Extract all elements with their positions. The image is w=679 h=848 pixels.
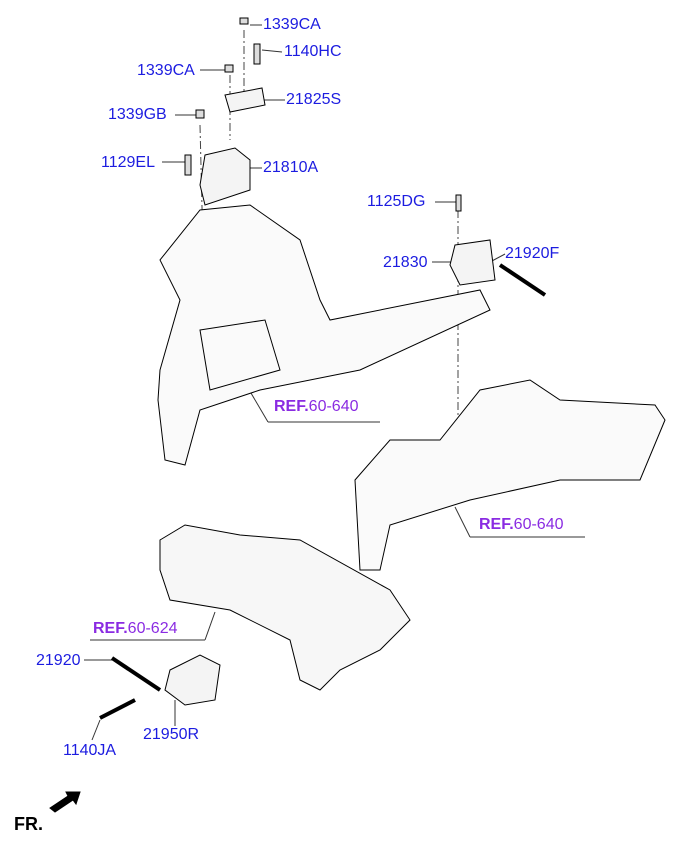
part-label-1140HC: 1140HC xyxy=(284,43,342,60)
right-side-member xyxy=(354,379,666,571)
ref-link-60-624[interactable]: REF.60-624 xyxy=(93,621,178,637)
part-label-1125DG: 1125DG xyxy=(367,193,426,210)
ref-link-60-640-a[interactable]: REF.60-640 xyxy=(274,399,359,415)
part-label-1129EL: 1129EL xyxy=(101,154,155,171)
ref-number: 60-624 xyxy=(127,620,178,637)
front-arrow-icon xyxy=(49,791,81,813)
part-label-21920: 21920 xyxy=(36,652,81,669)
part-label-21810A: 21810A xyxy=(263,159,319,176)
part-label-21920F: 21920F xyxy=(505,245,560,262)
part-label-21830: 21830 xyxy=(383,254,428,271)
part-label-1140JA: 1140JA xyxy=(63,742,117,759)
part-label-1339GB: 1339GB xyxy=(108,106,167,123)
ref-prefix: REF. xyxy=(274,398,309,415)
ref-number: 60-640 xyxy=(513,516,564,533)
part-label-21950R: 21950R xyxy=(143,726,200,743)
front-direction-label: FR. xyxy=(14,814,43,834)
mount-brackets xyxy=(164,87,496,706)
part-label-1339CA-left: 1339CA xyxy=(137,62,195,79)
ref-link-60-640-b[interactable]: REF.60-640 xyxy=(479,517,564,533)
ref-prefix: REF. xyxy=(93,620,128,637)
fasteners xyxy=(99,17,547,720)
part-label-21825S: 21825S xyxy=(286,91,342,108)
left-side-member xyxy=(157,204,491,466)
ref-prefix: REF. xyxy=(479,516,514,533)
ref-number: 60-640 xyxy=(308,398,359,415)
part-label-1339CA-top: 1339CA xyxy=(263,16,321,33)
subframe xyxy=(159,524,411,691)
leader-lines xyxy=(84,24,585,741)
